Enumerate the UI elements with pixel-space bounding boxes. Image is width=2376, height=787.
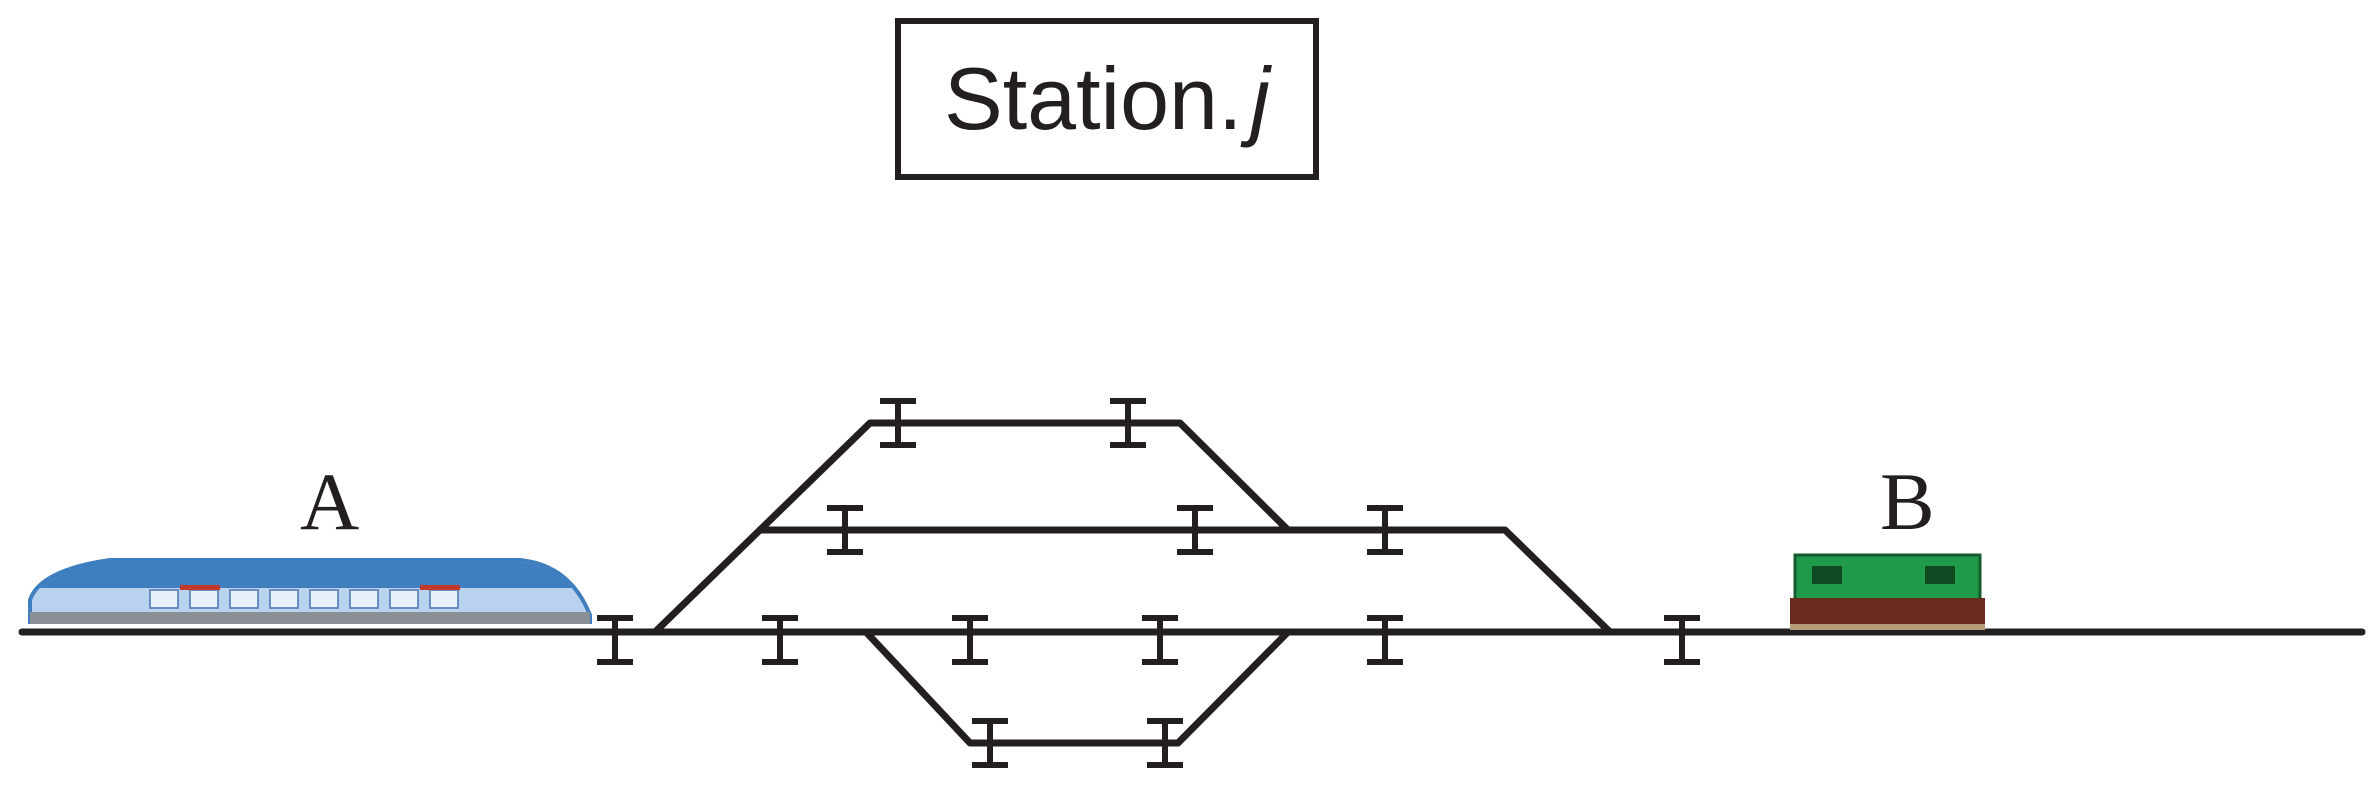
signal-marker xyxy=(1367,615,1403,665)
signal-marker xyxy=(1367,505,1403,555)
signal-marker xyxy=(1177,505,1213,555)
station-variable: j xyxy=(1250,49,1270,148)
signal-marker xyxy=(1110,398,1146,448)
signal-marker xyxy=(1142,615,1178,665)
siding-track-2 xyxy=(756,526,1614,636)
train-b-icon xyxy=(1790,553,1985,630)
station-name: Station. xyxy=(944,49,1243,148)
train-a-icon xyxy=(28,558,592,624)
station-label-box: Station. j xyxy=(895,18,1319,180)
signal-marker xyxy=(972,718,1008,768)
signal-marker xyxy=(1147,718,1183,768)
train-a-label: A xyxy=(300,456,360,547)
signal-marker xyxy=(1664,615,1700,665)
signal-marker xyxy=(597,615,633,665)
signal-marker xyxy=(827,505,863,555)
signal-marker xyxy=(952,615,988,665)
signal-marker xyxy=(762,615,798,665)
train-b-label: B xyxy=(1880,456,1935,547)
siding-track-3 xyxy=(862,628,1292,747)
signal-marker xyxy=(880,398,916,448)
